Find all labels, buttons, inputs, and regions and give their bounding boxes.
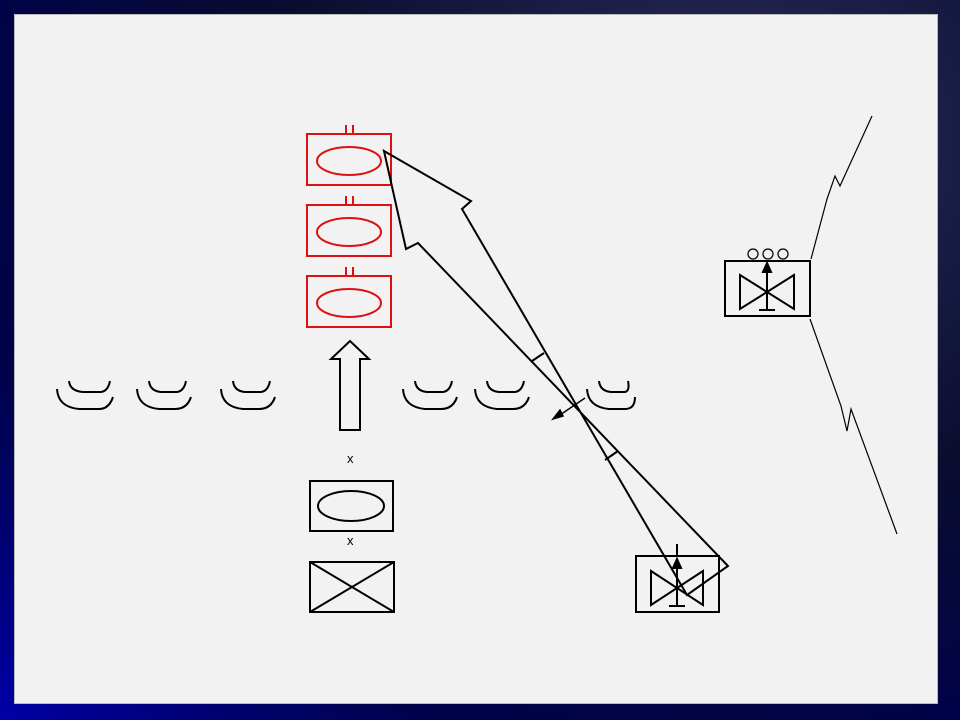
artillery-battalion-icon [724,248,811,317]
unit-size-label-upper: x [347,451,354,466]
friendly-infantry-unit [309,561,395,613]
fighting-position-icon [56,380,114,410]
fighting-position-icon [220,380,276,410]
enemy-armor-unit-2 [306,196,392,257]
unit-size-label-lower: x [347,533,354,548]
axis-of-advance-arrow-icon [382,148,730,597]
enemy-armor-unit-3 [306,267,392,328]
friendly-armor-unit [309,480,394,532]
tactical-diagram: x x [56,115,898,613]
artillery-battery-icon [635,544,720,613]
fighting-position-icon [474,380,530,410]
fighting-position-icon [402,380,458,410]
enemy-armor-unit-1 [306,125,392,186]
fighting-position-icon [136,380,192,410]
diagram-slide: x x [14,14,938,704]
terrain-boundary-line [809,115,898,535]
fire-direction-arrow-icon [550,397,586,421]
advance-arrow-icon [328,339,372,431]
fighting-positions-line [56,380,636,410]
boundary-tick-marks [531,352,619,461]
fighting-position-icon [586,380,636,410]
